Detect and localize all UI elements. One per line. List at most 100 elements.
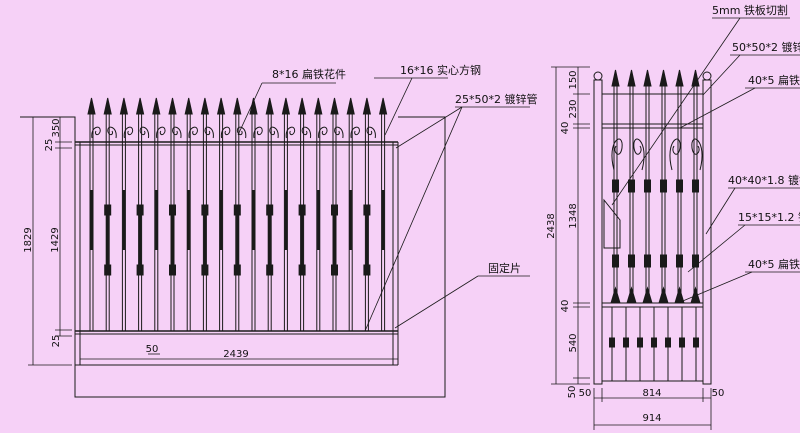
scroll [91, 126, 101, 139]
picket-collar [136, 204, 144, 216]
gate-scroll-group [611, 138, 703, 171]
gate-scroll [611, 138, 623, 171]
scroll [188, 126, 198, 139]
lower-spear [674, 286, 685, 304]
gate-scroll [669, 138, 681, 171]
gate-picket-group [610, 69, 701, 304]
spear-tip [362, 97, 372, 115]
lower-bar-collar [693, 337, 699, 348]
picket-collar [136, 264, 144, 276]
right-dimensions: 150 230 40 1348 40 540 50 2438 50 814 50… [546, 66, 725, 430]
spear-tip [378, 97, 388, 115]
label-solid-square-steel: 16*16 实心方钢 [400, 63, 481, 77]
fence-panel-elevation [20, 97, 446, 398]
dim-1829: 1829 [23, 227, 34, 252]
spear-tip [152, 97, 161, 115]
scroll [301, 126, 312, 139]
dim-1429: 1429 [50, 227, 61, 252]
spear-tip [281, 97, 291, 115]
dim-814: 814 [642, 388, 661, 399]
dim-2439: 2439 [223, 349, 248, 360]
gate-scroll [691, 138, 703, 171]
picket-collar [233, 204, 241, 216]
gate-collar [676, 179, 683, 193]
left-post-cap [593, 71, 603, 81]
dim-40-a: 40 [560, 122, 571, 135]
gate-spear-tip [627, 69, 636, 87]
gate-collar [628, 254, 635, 268]
gate-collar [692, 179, 699, 193]
label-flat-40x5-top: 40*5 扁铁 [748, 74, 800, 87]
scroll-ornament-group [91, 126, 376, 139]
picket-collar [331, 204, 338, 216]
scroll [285, 126, 296, 139]
right-post-cap [702, 71, 712, 81]
left-labels [237, 77, 530, 332]
spear-tip [135, 97, 145, 115]
spear-tip [103, 97, 112, 115]
picket-collar [201, 264, 209, 276]
gate-scroll [633, 138, 645, 171]
scroll [318, 126, 328, 139]
spear-tip [87, 97, 96, 115]
dim-25-bottom: 25 [51, 335, 62, 348]
spear-tip [314, 97, 323, 115]
gate-collar [628, 179, 635, 193]
lower-spear [658, 286, 669, 304]
spear-tip [233, 97, 242, 115]
dim-50-bottom: 50 [567, 386, 578, 399]
spear-tip [168, 97, 177, 115]
label-plate-cut: 5mm 铁板切割 [712, 3, 788, 17]
lower-bar-collar [637, 337, 643, 348]
spear-tip [200, 97, 210, 115]
right-labels [611, 17, 800, 304]
gate-collar [644, 179, 651, 193]
lower-bar-collar [623, 337, 629, 348]
dim-50-left: 50 [579, 388, 592, 399]
spear-tip [346, 97, 355, 115]
dim-2438: 2438 [546, 213, 557, 238]
picket-collar [298, 204, 306, 216]
picket-collar [233, 264, 241, 276]
gate-spear-tip [659, 69, 668, 87]
lower-bar-collar [679, 337, 685, 348]
label-fixing-plate: 固定片 [488, 261, 521, 275]
picket-collar [266, 204, 274, 216]
picket-collar [104, 264, 112, 276]
lower-bar-collar [651, 337, 657, 348]
spear-tip [119, 97, 129, 115]
spear-tip [184, 97, 193, 115]
dim-540: 540 [568, 333, 579, 352]
spear-tip [330, 97, 339, 115]
dim-25-top: 25 [44, 139, 55, 152]
dim-914: 914 [642, 413, 661, 424]
dim-1348: 1348 [568, 203, 579, 228]
gate-spear-tip [691, 69, 700, 87]
spear-tip [297, 97, 307, 115]
picket-group [87, 97, 388, 331]
dim-350: 350 [51, 118, 62, 137]
gate-collar [660, 254, 667, 268]
dim-50-right: 50 [712, 388, 725, 399]
scroll [107, 126, 117, 139]
lower-spear [626, 286, 637, 304]
scroll [220, 126, 231, 139]
scroll [236, 126, 247, 139]
gate-spear-tip [643, 69, 652, 87]
scroll [172, 126, 182, 139]
gate-lower-bars [609, 307, 699, 381]
gate-collar [612, 254, 619, 268]
lower-bar-collar [665, 337, 671, 348]
dim-50: 50 [146, 344, 159, 355]
picket-collar [298, 264, 306, 276]
lower-spear [642, 286, 653, 304]
gate-collar [612, 179, 619, 193]
picket-collar [266, 264, 274, 276]
gate-spear-tip [675, 69, 684, 87]
hinge-plate [603, 198, 621, 249]
spear-tip [265, 97, 274, 115]
picket-collar [169, 204, 176, 216]
scroll [204, 126, 214, 139]
label-galv-15: 15*15*1.2 镀 [738, 210, 800, 224]
